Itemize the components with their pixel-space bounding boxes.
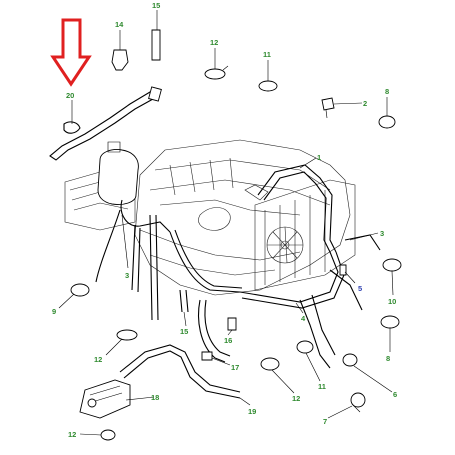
callout-1: 1 xyxy=(317,153,321,162)
callout-18: 18 xyxy=(151,393,159,402)
callout-17: 17 xyxy=(231,363,239,372)
callout-12-left: 12 xyxy=(94,355,102,364)
callout-20: 20 xyxy=(66,91,74,100)
callout-8-top: 8 xyxy=(385,87,389,96)
callout-10: 10 xyxy=(388,297,396,306)
callout-8-lower: 8 xyxy=(386,354,390,363)
callout-15-middle: 15 xyxy=(180,327,188,336)
callout-14: 14 xyxy=(115,20,124,29)
callout-5: 5 xyxy=(358,284,362,293)
callout-7: 7 xyxy=(323,417,327,426)
callout-3-right: 3 xyxy=(380,229,384,238)
callout-6: 6 xyxy=(393,390,397,399)
callout-12-bottom: 12 xyxy=(68,430,76,439)
callout-12-lower: 12 xyxy=(292,394,300,403)
highlight-arrow-icon xyxy=(50,18,92,87)
callout-2: 2 xyxy=(363,99,367,108)
callout-11-lower: 11 xyxy=(318,382,326,391)
coolant-hoses xyxy=(49,86,381,419)
leader-lines xyxy=(58,10,394,436)
callout-19: 19 xyxy=(248,407,256,416)
callout-4: 4 xyxy=(301,314,306,323)
callout-16: 16 xyxy=(224,336,232,345)
callout-9: 9 xyxy=(52,307,56,316)
callout-3-left: 3 xyxy=(125,271,129,280)
callout-11-top: 11 xyxy=(263,50,271,59)
hose-clamps xyxy=(70,29,402,441)
callout-labels: 20 14 15 12 11 2 8 1 3 3 5 10 9 4 15 16 … xyxy=(52,1,397,439)
callout-15-top: 15 xyxy=(152,1,160,10)
callout-12-top: 12 xyxy=(210,38,218,47)
